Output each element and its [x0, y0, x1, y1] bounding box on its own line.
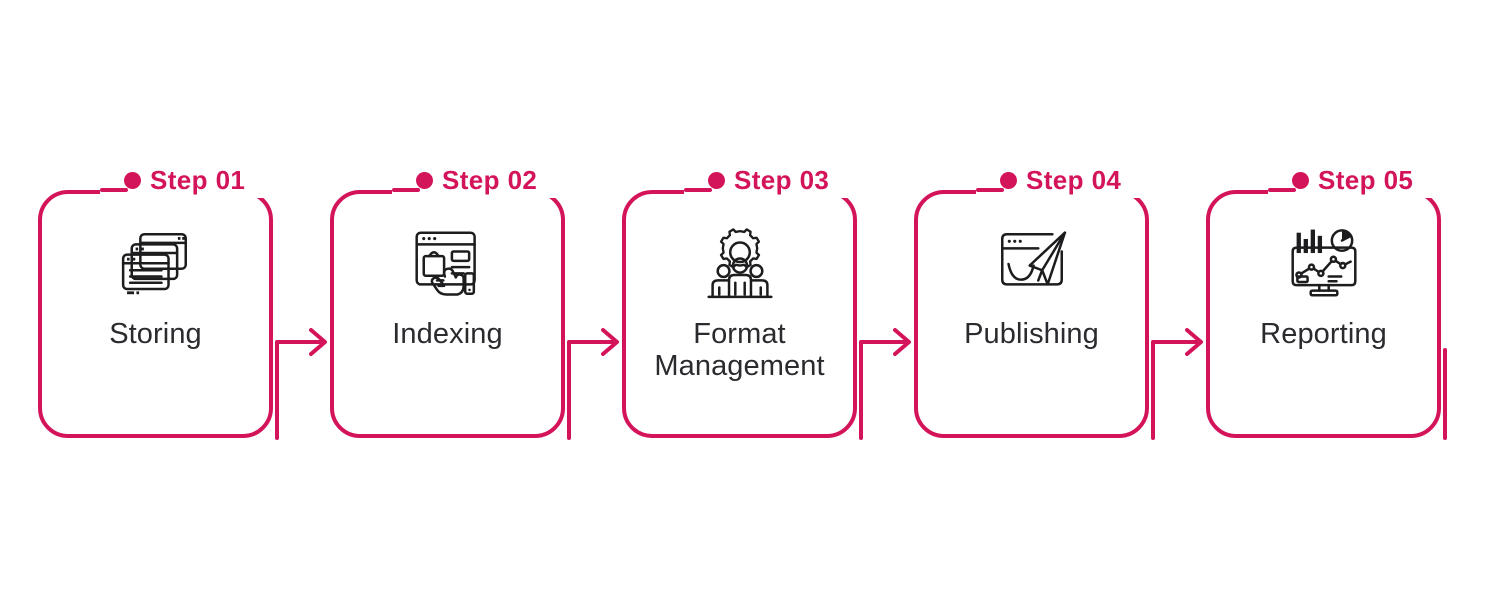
card-body: Reporting — [1206, 190, 1441, 438]
step-dot-icon — [416, 171, 433, 189]
card-top-gap — [684, 182, 863, 198]
card-body: Storing — [38, 190, 273, 438]
connector-arrow-1 — [255, 190, 355, 440]
card-top-gap — [976, 182, 1155, 198]
step-dot-icon — [1292, 171, 1309, 189]
flow-end-stub — [1423, 190, 1500, 440]
analytics-monitor-icon — [1284, 228, 1364, 300]
card-body: Indexing — [330, 190, 565, 438]
step-dot-icon — [708, 171, 725, 189]
process-step-card-1[interactable]: Step 01 — [38, 167, 279, 438]
process-step-card-2[interactable]: Step 02 — [330, 167, 571, 438]
paper-plane-browser-icon — [992, 228, 1072, 300]
step-label: Step 05 — [1318, 165, 1414, 195]
step-badge-4: Step 04 — [1000, 167, 1121, 193]
badge-connector-stub — [1268, 188, 1296, 192]
process-step-card-5[interactable]: Step 05 — [1206, 167, 1447, 438]
step-title: Publishing — [964, 318, 1099, 350]
badge-connector-stub — [976, 188, 1004, 192]
step-dot-icon — [1000, 171, 1017, 189]
step-label: Step 02 — [442, 165, 538, 195]
step-badge-2: Step 02 — [416, 167, 537, 193]
step-dot-icon — [124, 171, 141, 189]
browser-hand-click-icon — [408, 228, 488, 300]
step-badge-5: Step 05 — [1292, 167, 1413, 193]
badge-connector-stub — [392, 188, 420, 192]
step-title: Indexing — [392, 318, 503, 350]
badge-connector-stub — [684, 188, 712, 192]
card-top-gap — [100, 182, 279, 198]
gear-team-icon — [700, 228, 780, 300]
connector-arrow-3 — [839, 190, 939, 440]
connector-arrow-2 — [547, 190, 647, 440]
card-top-gap — [1268, 182, 1447, 198]
step-badge-3: Step 03 — [708, 167, 829, 193]
step-label: Step 01 — [150, 165, 246, 195]
card-body: Publishing — [914, 190, 1149, 438]
step-title: Storing — [109, 318, 202, 350]
connector-arrow-4 — [1131, 190, 1231, 440]
card-body: Format Management — [622, 190, 857, 438]
step-title: Format Management — [654, 318, 824, 383]
step-label: Step 04 — [1026, 165, 1122, 195]
process-step-card-4[interactable]: Step 04 Publishing — [914, 167, 1155, 438]
stacked-windows-icon — [116, 228, 196, 300]
card-top-gap — [392, 182, 571, 198]
step-label: Step 03 — [734, 165, 830, 195]
process-step-card-3[interactable]: Step 03 — [622, 167, 863, 438]
step-title: Reporting — [1260, 318, 1387, 350]
step-title-line-1: Format — [693, 318, 786, 350]
badge-connector-stub — [100, 188, 128, 192]
step-title-line-2: Management — [654, 350, 825, 383]
step-badge-1: Step 01 — [124, 167, 245, 193]
